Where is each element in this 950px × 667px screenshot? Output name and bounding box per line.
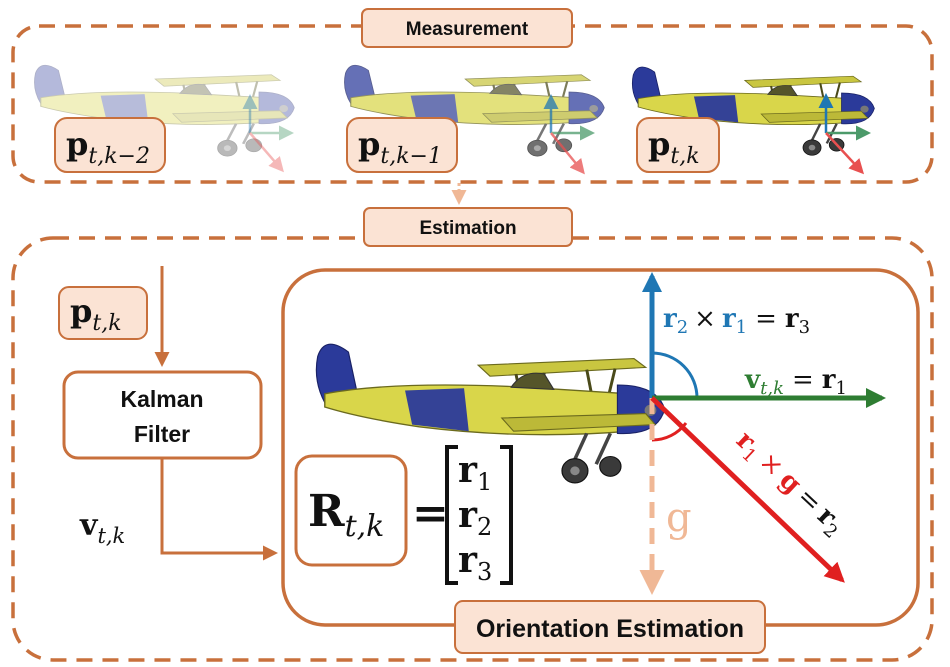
measurement-axes-1 xyxy=(242,94,294,173)
svg-text:vt,k: vt,k xyxy=(79,508,125,548)
orientation-label: Orientation Estimation xyxy=(476,615,744,643)
matrix-row-2-sub: 2 xyxy=(477,513,492,541)
measurement-p-1: p xyxy=(66,125,88,163)
matrix-row-1-sub: 1 xyxy=(477,468,492,496)
rotation-matrix-R-sub: t,k xyxy=(345,509,385,544)
matrix-row-3: r xyxy=(458,539,478,581)
equation-r3: r2×r1=r3 xyxy=(663,304,810,338)
r2-axis-arrow xyxy=(650,396,845,583)
kalman-label-line2: Filter xyxy=(134,421,190,447)
equation-r1: vt,k=r1 xyxy=(744,365,847,399)
orientation-box xyxy=(281,268,920,627)
svg-text:Rt,k: Rt,k xyxy=(308,486,384,544)
velocity-v-sub: t,k xyxy=(97,524,125,548)
kalman-input-p-sub: t,k xyxy=(92,311,121,336)
measurement-p-box-1 xyxy=(54,117,166,173)
svg-text:r2: r2 xyxy=(458,494,492,541)
svg-text:r3: r3 xyxy=(458,539,492,586)
svg-text:r1: r1 xyxy=(458,449,492,496)
kalman-label-line1: Kalman xyxy=(120,386,203,412)
kalman-input-box xyxy=(58,286,148,340)
orientation-label-box xyxy=(454,600,766,654)
matrix-row-3-sub: 3 xyxy=(477,558,492,586)
velocity-v: v xyxy=(79,508,99,543)
kalman-input-p: p xyxy=(70,292,92,330)
measurement-axes-3 xyxy=(818,93,871,175)
matrix-row-2: r xyxy=(458,494,478,536)
measurement-axes-2 xyxy=(543,94,595,175)
measurement-p-box-3 xyxy=(636,117,720,173)
matrix-right-bracket xyxy=(500,445,513,585)
measurement-label: Measurement xyxy=(406,19,529,40)
matrix-row-1: r xyxy=(458,449,478,491)
svg-text:pt,k: pt,k xyxy=(70,292,122,336)
measurement-p-3-sub: t,k xyxy=(670,144,699,169)
estimation-label: Estimation xyxy=(419,218,516,239)
rotation-matrix-R: R xyxy=(308,486,345,537)
matrix-left-bracket xyxy=(445,445,458,585)
measurement-p-3: p xyxy=(648,125,670,163)
right-angle-arc-r1-r3 xyxy=(651,351,699,399)
kalman-to-orientation-arrow xyxy=(160,458,278,561)
svg-text:pt,k: pt,k xyxy=(648,125,700,169)
measurement-label-box xyxy=(361,8,573,48)
estimation-label-box xyxy=(363,207,573,247)
measurement-p-2: p xyxy=(358,125,380,163)
rotation-matrix-box xyxy=(294,454,408,567)
measurement-p-2-sub: t,k−1 xyxy=(380,144,442,169)
measurement-region xyxy=(11,24,934,184)
measurement-p-1-sub: t,k−2 xyxy=(88,144,150,169)
rotation-matrix-equals: = xyxy=(412,488,449,539)
svg-text:pt,k−2: pt,k−2 xyxy=(66,125,150,169)
svg-text:pt,k−1: pt,k−1 xyxy=(358,125,442,169)
gravity-label: g xyxy=(666,495,692,541)
measurement-p-box-2 xyxy=(346,117,458,173)
equation-r2: r1×g=r2 xyxy=(727,425,850,543)
